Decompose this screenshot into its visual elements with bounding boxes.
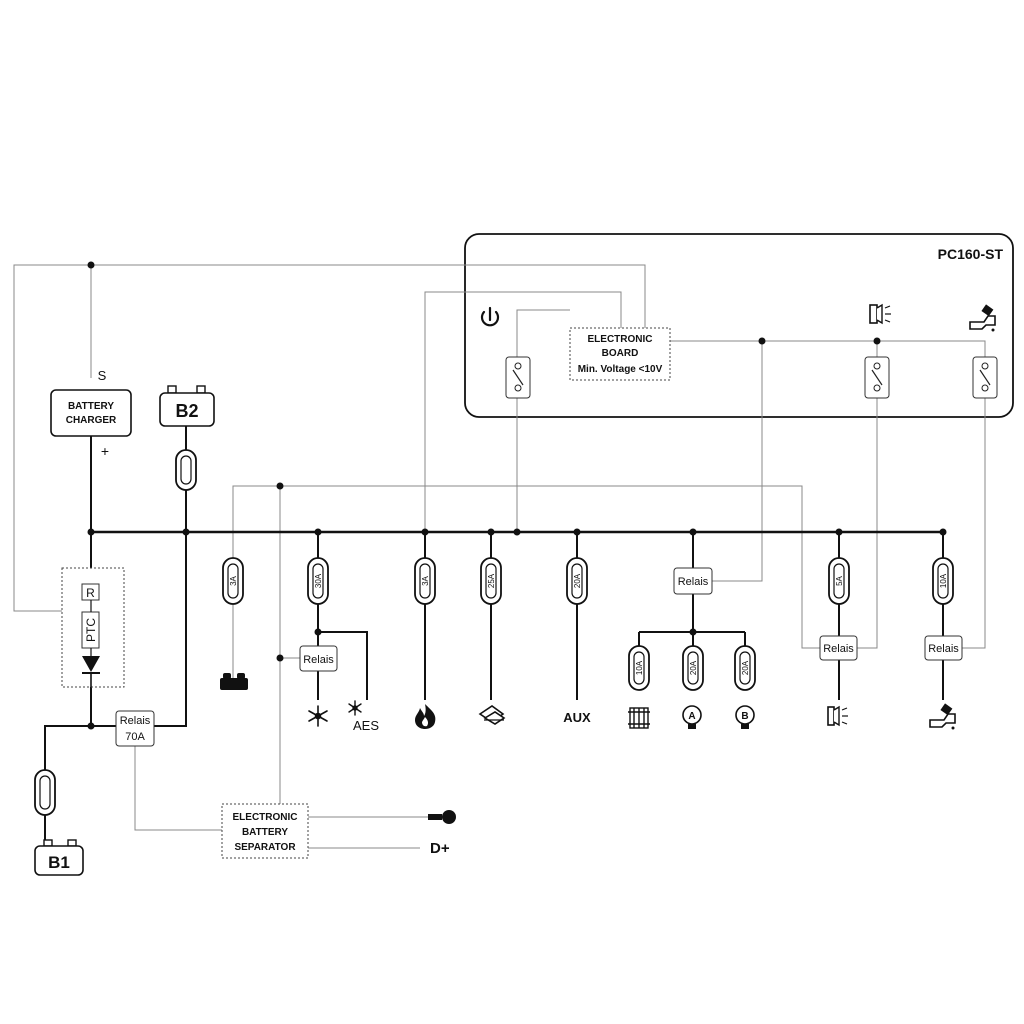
aes-label: AES <box>353 718 379 733</box>
relay-pump-label: Relais <box>928 643 959 655</box>
fuse-b2 <box>175 449 197 491</box>
electronic-board-line2: BOARD <box>602 348 639 359</box>
fuse-step-label: 3A <box>229 575 238 585</box>
relay-70a-line1: Relais <box>120 715 151 727</box>
switch-water-pump[interactable] <box>972 356 998 399</box>
exterior-light-load-icon <box>827 705 848 727</box>
battery-b1: B1 <box>34 839 84 876</box>
fuse-heater-label: 3A <box>421 575 430 585</box>
relay-lights: Relais <box>673 567 713 595</box>
fuse-exterior-light-label: 5A <box>835 575 844 585</box>
fuse-light-a-label: 20A <box>689 660 698 675</box>
panel-model-label: PC160-ST <box>938 246 1004 262</box>
snowflake-icon <box>308 705 328 727</box>
fuse-water-pump-label: 25A <box>487 573 496 588</box>
battery-charger: BATTERY CHARGER <box>50 389 132 437</box>
key-icon <box>428 810 456 824</box>
fuse-b1 <box>34 769 56 816</box>
separator-line1: ELECTRONIC <box>233 812 298 823</box>
charger-s-label: S <box>98 368 107 383</box>
relay-fridge-label: Relais <box>303 654 334 666</box>
relay-70a: Relais 70A <box>115 710 155 747</box>
snowflake-aes-icon <box>348 700 362 716</box>
thin-wires <box>13 264 986 849</box>
fuse-pump: 10A <box>932 557 954 605</box>
separator-line3: SEPARATOR <box>234 842 296 853</box>
fuse-light-a: 20A <box>682 645 704 691</box>
fuse-heating-label: 10A <box>635 660 644 675</box>
fuse-heater: 3A <box>414 557 436 605</box>
radiator-icon <box>628 707 650 729</box>
fuse-pump-label: 10A <box>939 573 948 588</box>
water-tap-icon <box>969 304 996 332</box>
electronic-board: ELECTRONIC BOARD Min. Voltage <10V <box>569 327 671 381</box>
ptc-r-label: R <box>86 586 95 600</box>
battery-b2-label: B2 <box>175 401 198 421</box>
relay-70a-line2: 70A <box>125 731 145 743</box>
battery-b2: B2 <box>159 385 215 427</box>
electronic-board-line1: ELECTRONIC <box>588 334 653 345</box>
bulb-a-label: A <box>688 711 695 722</box>
power-icon <box>480 306 500 327</box>
ptc-block: R PTC <box>61 567 125 688</box>
fuse-water-pump: 25A <box>480 557 502 605</box>
battery-b1-label: B1 <box>48 853 70 872</box>
bulb-icon-a: A <box>682 705 702 729</box>
fuse-light-b: 20A <box>734 645 756 691</box>
diode-icon <box>82 656 100 672</box>
bulb-icon-b: B <box>735 705 755 729</box>
battery-charger-line2: CHARGER <box>66 415 117 426</box>
battery-separator: ELECTRONIC BATTERY SEPARATOR <box>221 803 309 859</box>
relay-exterior-light: Relais <box>819 635 858 661</box>
charger-plus-label: + <box>101 443 109 459</box>
water-pump-icon <box>478 705 506 725</box>
fuse-light-b-label: 20A <box>741 660 750 675</box>
relay-lights-label: Relais <box>678 576 709 588</box>
control-panel <box>464 233 1014 418</box>
step-icon <box>220 673 248 690</box>
flame-icon <box>415 704 436 729</box>
relay-fridge: Relais <box>299 645 338 672</box>
d-plus-label: D+ <box>430 840 450 857</box>
bulb-b-label: B <box>741 711 748 722</box>
switch-exterior-light[interactable] <box>864 356 890 399</box>
junction-dots <box>87 261 947 730</box>
fuse-step: 3A <box>222 557 244 605</box>
water-tap-load-icon <box>929 703 956 730</box>
fuse-fridge: 30A <box>307 557 329 605</box>
relay-exterior-light-label: Relais <box>823 643 854 655</box>
fuse-aux-label: 20A <box>573 573 582 588</box>
battery-charger-line1: BATTERY <box>68 401 114 412</box>
fuse-heating: 10A <box>628 645 650 691</box>
exterior-light-icon <box>869 303 891 325</box>
main-wires <box>44 426 944 846</box>
fuse-aux: 20A <box>566 557 588 605</box>
switch-power[interactable] <box>505 356 531 399</box>
fuse-fridge-label: 30A <box>314 573 323 588</box>
relay-pump: Relais <box>924 635 963 661</box>
ptc-label: PTC <box>84 618 98 642</box>
separator-line2: BATTERY <box>242 827 288 838</box>
aux-label: AUX <box>563 710 591 725</box>
electronic-board-line3: Min. Voltage <10V <box>578 364 663 375</box>
fuse-exterior-light: 5A <box>828 557 850 605</box>
